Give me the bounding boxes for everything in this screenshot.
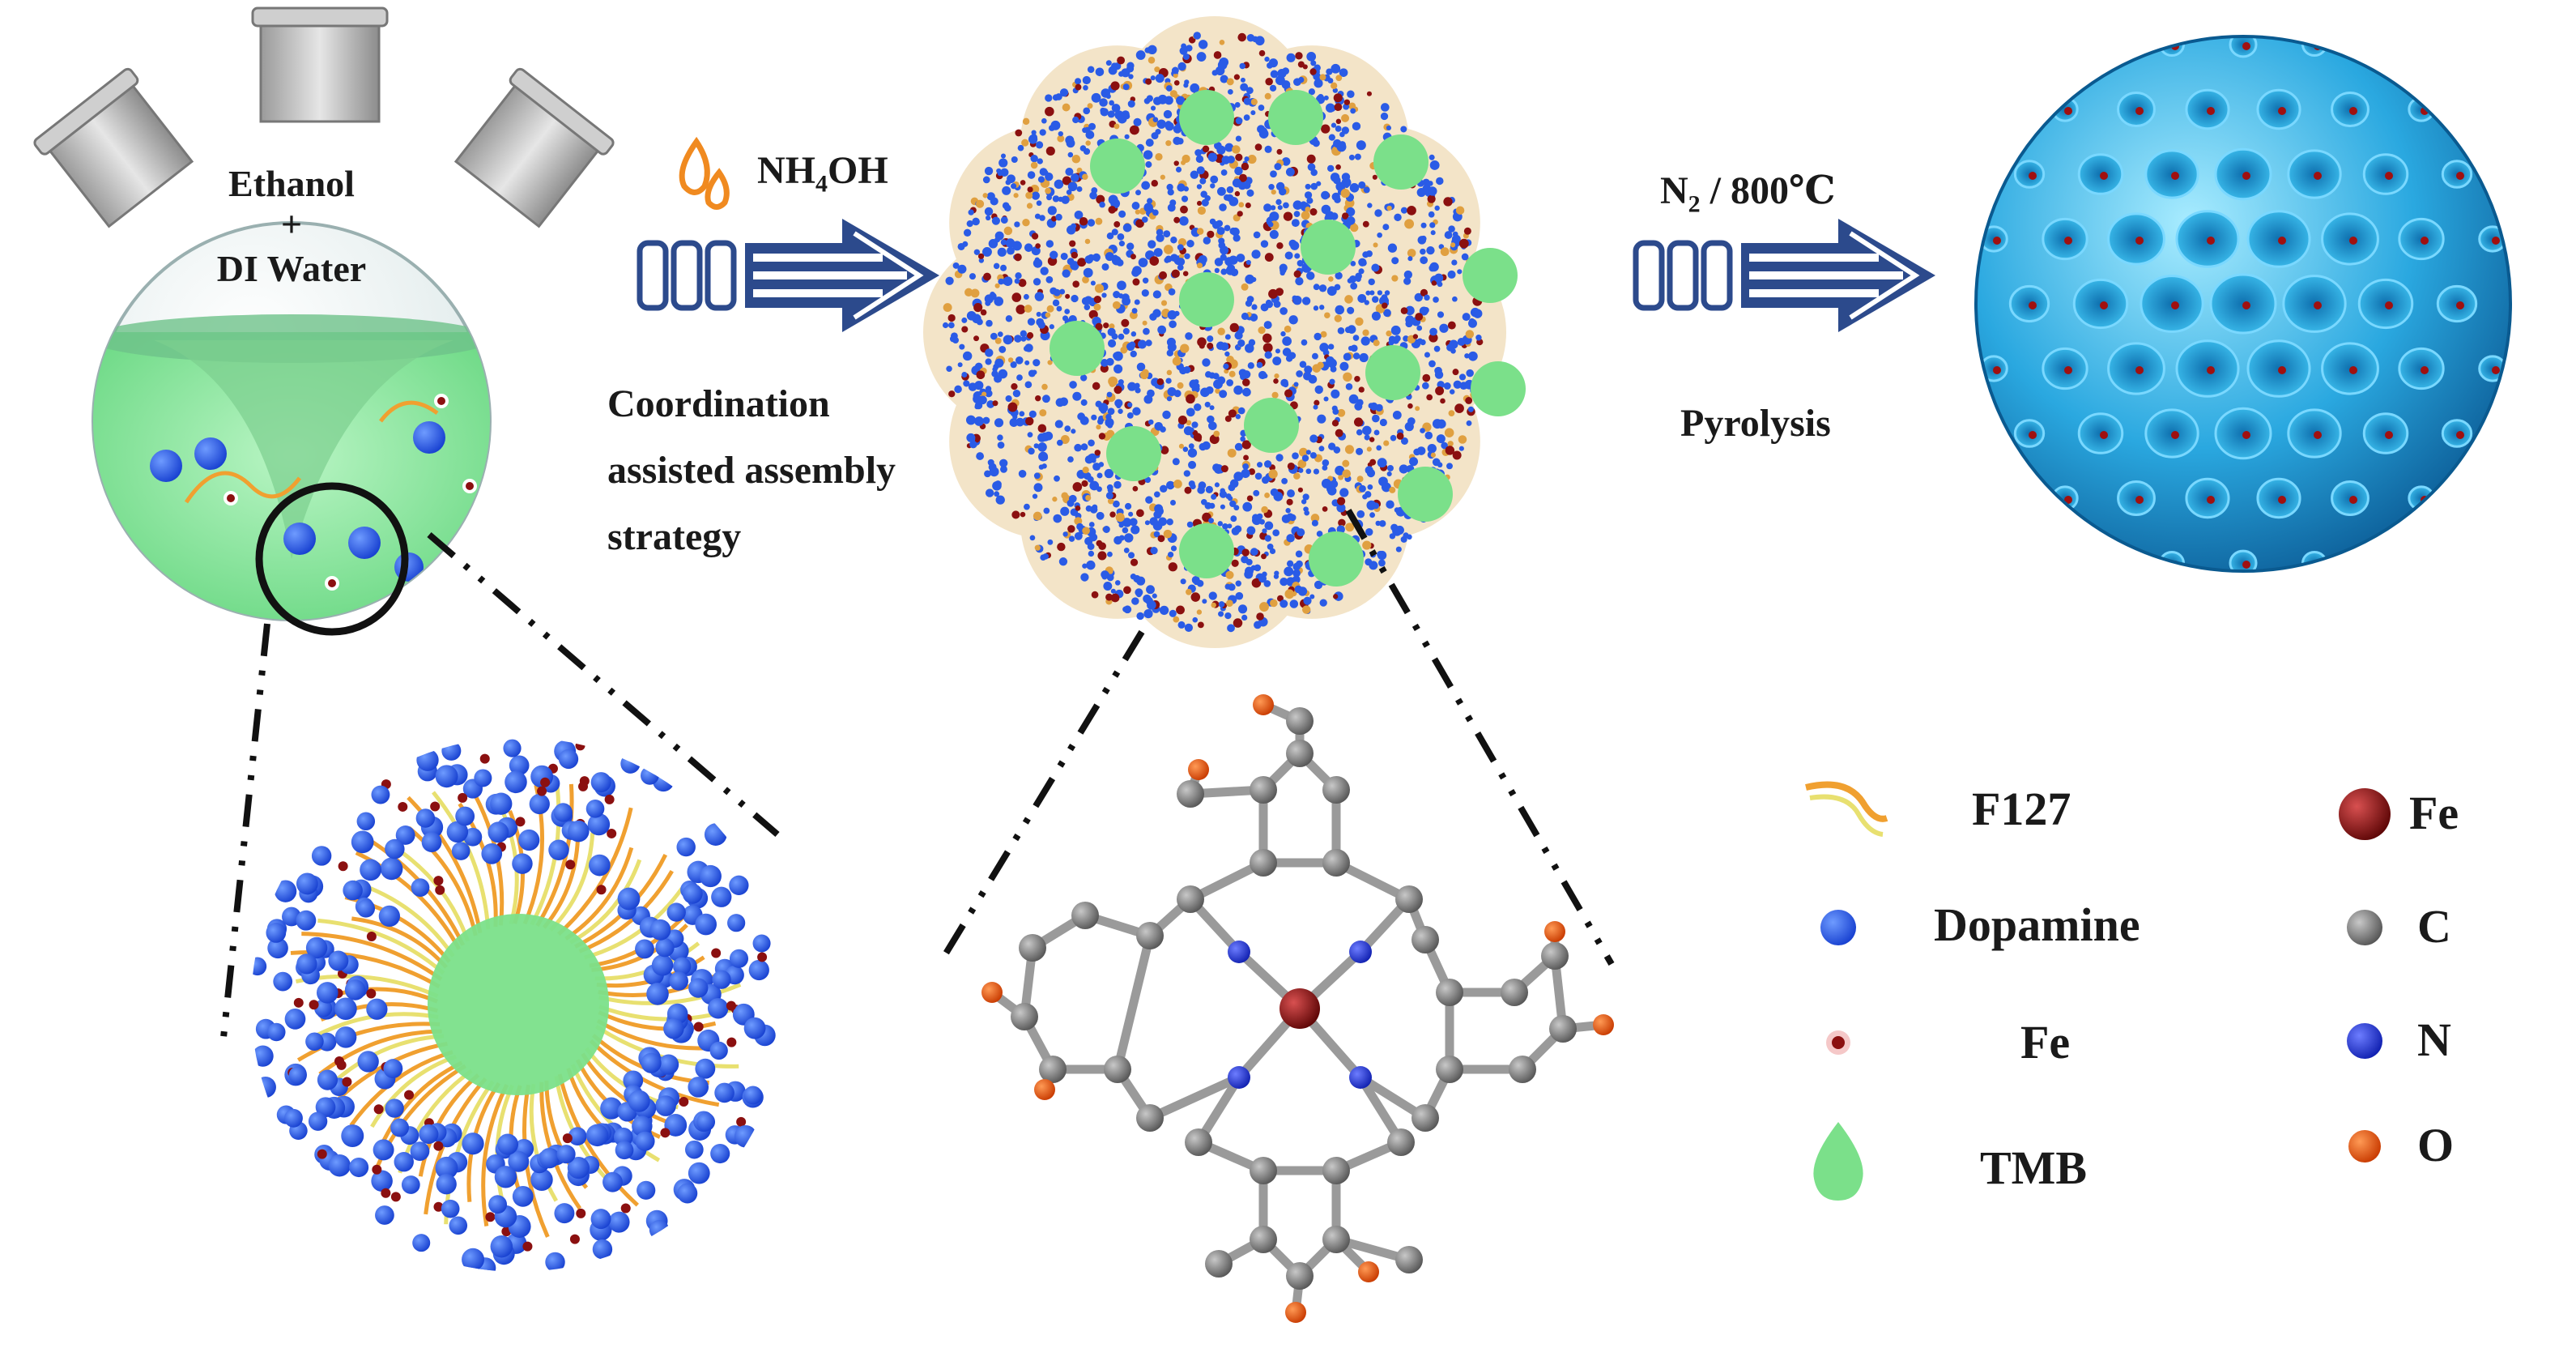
green-droplet-icon bbox=[1813, 1122, 1863, 1201]
flask-label-plus: + bbox=[280, 203, 303, 245]
legend-atom-n: N bbox=[2417, 1013, 2451, 1066]
zoom-guide-particle-right bbox=[1345, 508, 1615, 966]
red-dot-icon bbox=[1826, 1030, 1850, 1055]
zoom-guide-particle-left bbox=[936, 629, 1145, 966]
legend-dopamine: Dopamine bbox=[1934, 898, 2140, 951]
step1-desc-line1: Coordination bbox=[607, 382, 830, 425]
legend-f127: F127 bbox=[1972, 783, 2071, 835]
blue-atom-icon bbox=[2347, 1023, 2382, 1059]
fe-dopamine-complex bbox=[981, 694, 1614, 1323]
porous-carbon-sphere bbox=[1974, 35, 2512, 573]
ammonia-drop-icon bbox=[679, 136, 730, 210]
reagent-tail: OH bbox=[828, 149, 888, 192]
legend-fe-ion: Fe bbox=[2020, 1016, 2071, 1069]
reagent-base: NH bbox=[757, 149, 815, 192]
legend bbox=[1805, 781, 2391, 1201]
dark-red-atom-icon bbox=[2339, 788, 2391, 840]
flask-neck-center bbox=[251, 6, 389, 123]
assembled-nanoparticle bbox=[923, 16, 1526, 648]
orange-atom-icon bbox=[2348, 1130, 2381, 1162]
reagent-label: NH4OH bbox=[757, 146, 888, 210]
step1-desc-line2: assisted assembly bbox=[607, 449, 896, 492]
polymer-chain-icon bbox=[1805, 781, 1888, 837]
legend-atom-fe: Fe bbox=[2409, 787, 2459, 839]
step1-desc-line3: strategy bbox=[607, 515, 742, 558]
micelle-diagram bbox=[251, 739, 776, 1272]
step2-desc: Pyrolysis bbox=[1680, 402, 1831, 445]
reagent-subscript: 4 bbox=[815, 170, 828, 198]
blue-sphere-icon bbox=[1820, 910, 1856, 945]
arrow-step-1 bbox=[640, 219, 939, 332]
gray-atom-icon bbox=[2347, 910, 2382, 945]
zoom-guide-left bbox=[219, 623, 270, 1046]
flask-neck-right bbox=[453, 67, 615, 228]
flask-neck-left bbox=[33, 67, 194, 228]
flask-label-water: DI Water bbox=[216, 248, 367, 289]
flask-solution bbox=[93, 314, 490, 620]
legend-atom-o: O bbox=[2417, 1119, 2455, 1171]
gas-subscript: 2 bbox=[1688, 190, 1701, 218]
legend-atom-c: C bbox=[2417, 900, 2451, 953]
magnifier-circle bbox=[255, 482, 409, 636]
reaction-flask bbox=[33, 6, 615, 636]
gas-base: N bbox=[1660, 169, 1688, 212]
pyrolysis-condition: N2 / 800℃ bbox=[1660, 166, 1836, 230]
flask-label-ethanol: Ethanol bbox=[228, 163, 355, 204]
legend-tmb: TMB bbox=[1980, 1141, 2088, 1194]
temperature: / 800℃ bbox=[1700, 169, 1836, 212]
arrow-step-2 bbox=[1636, 219, 1935, 332]
